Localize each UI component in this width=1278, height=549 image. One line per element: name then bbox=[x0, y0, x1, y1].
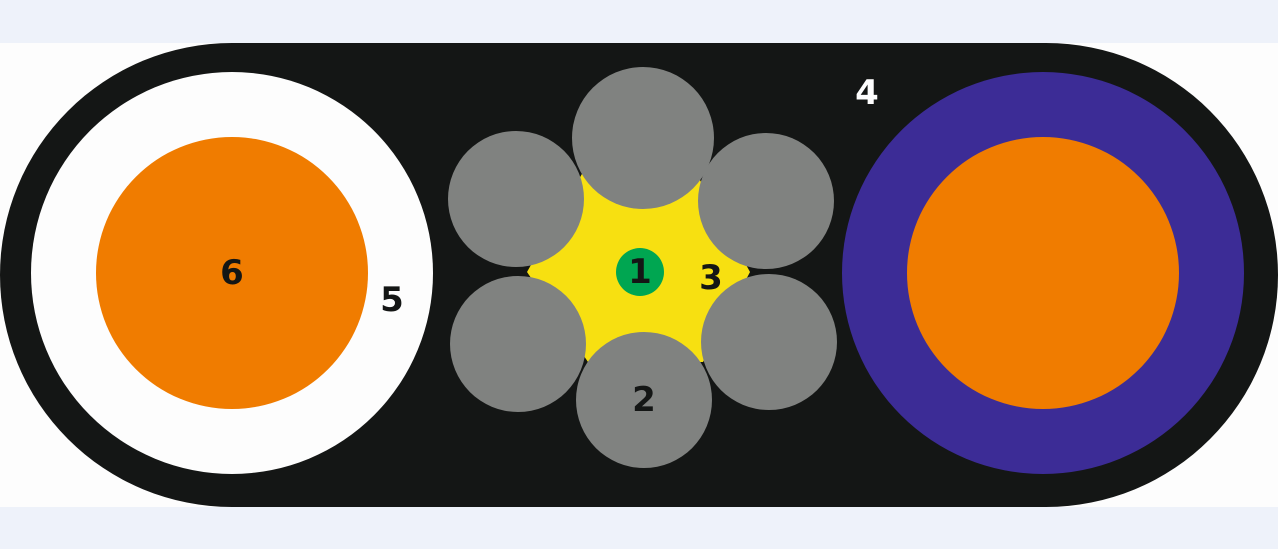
label-6: 6 bbox=[220, 253, 244, 293]
center-element bbox=[616, 248, 664, 296]
strand-lower-right bbox=[701, 274, 837, 410]
strand-bottom bbox=[576, 332, 712, 468]
label-1: 1 bbox=[628, 252, 652, 292]
strand-upper-left bbox=[448, 131, 584, 267]
right-conductor bbox=[907, 137, 1179, 409]
label-5: 5 bbox=[380, 280, 404, 320]
strand-top bbox=[572, 67, 714, 209]
left-conductor bbox=[96, 137, 368, 409]
strand-upper-right bbox=[698, 133, 834, 269]
label-3: 3 bbox=[699, 258, 723, 298]
label-2: 2 bbox=[632, 380, 656, 420]
label-4: 4 bbox=[855, 73, 879, 113]
strand-lower-left bbox=[450, 276, 586, 412]
